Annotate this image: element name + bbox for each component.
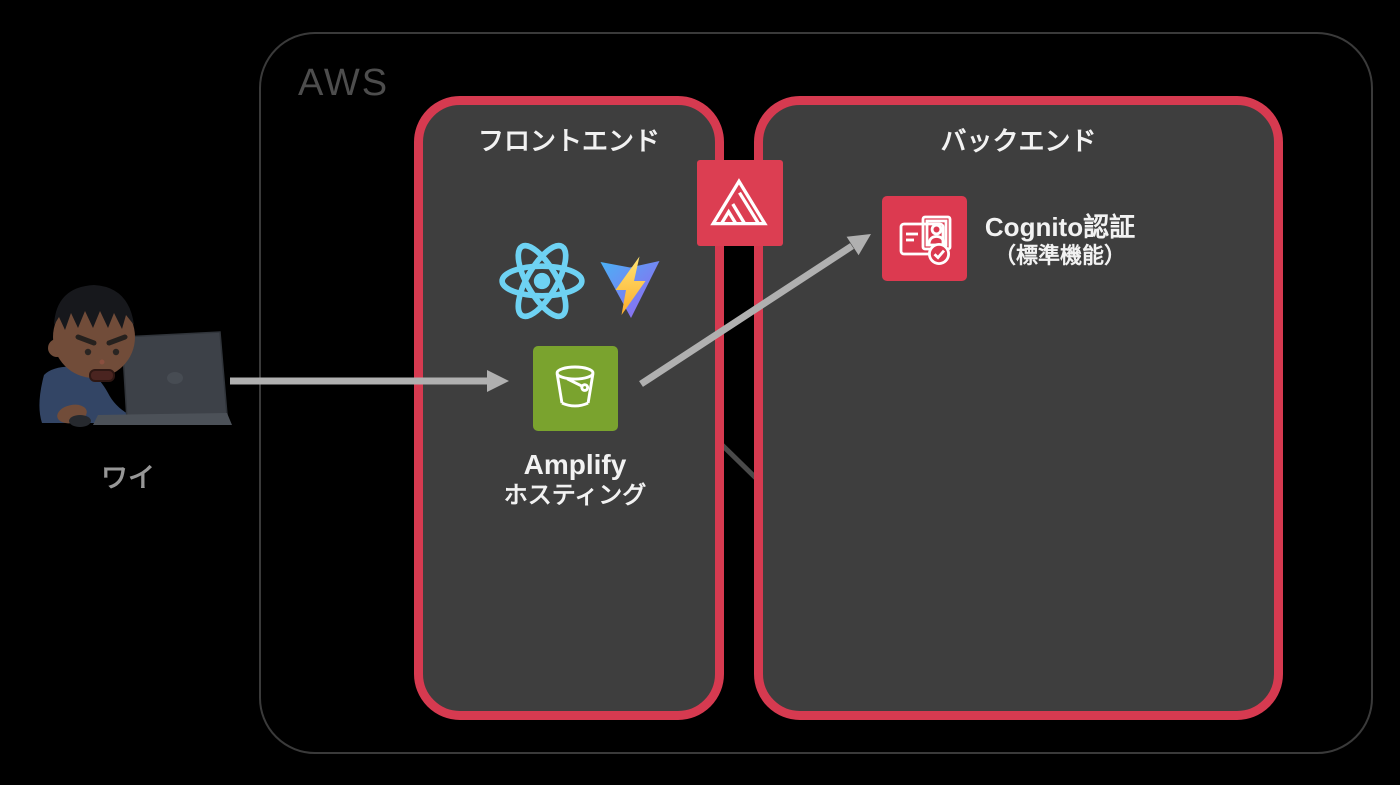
aws-group-box: AWS xyxy=(259,32,1373,754)
amplify-hosting-label: Amplify ホスティング xyxy=(503,449,647,509)
amplify-logo-icon xyxy=(697,160,783,246)
aws-group-label: AWS xyxy=(298,62,390,104)
vite-icon xyxy=(599,253,661,321)
frontend-group-title: フロントエンド xyxy=(477,126,660,156)
backend-group-box: バックエンド xyxy=(754,96,1283,720)
cognito-icon xyxy=(882,196,967,281)
user-label: ワイ xyxy=(101,463,155,493)
cognito-label: Cognito認証 （標準機能） xyxy=(984,212,1136,269)
backend-group-title: バックエンド xyxy=(940,126,1097,156)
amplify-hosting-bucket-icon xyxy=(533,346,618,431)
react-icon xyxy=(496,237,588,325)
person-at-laptop-illustration xyxy=(39,285,232,427)
